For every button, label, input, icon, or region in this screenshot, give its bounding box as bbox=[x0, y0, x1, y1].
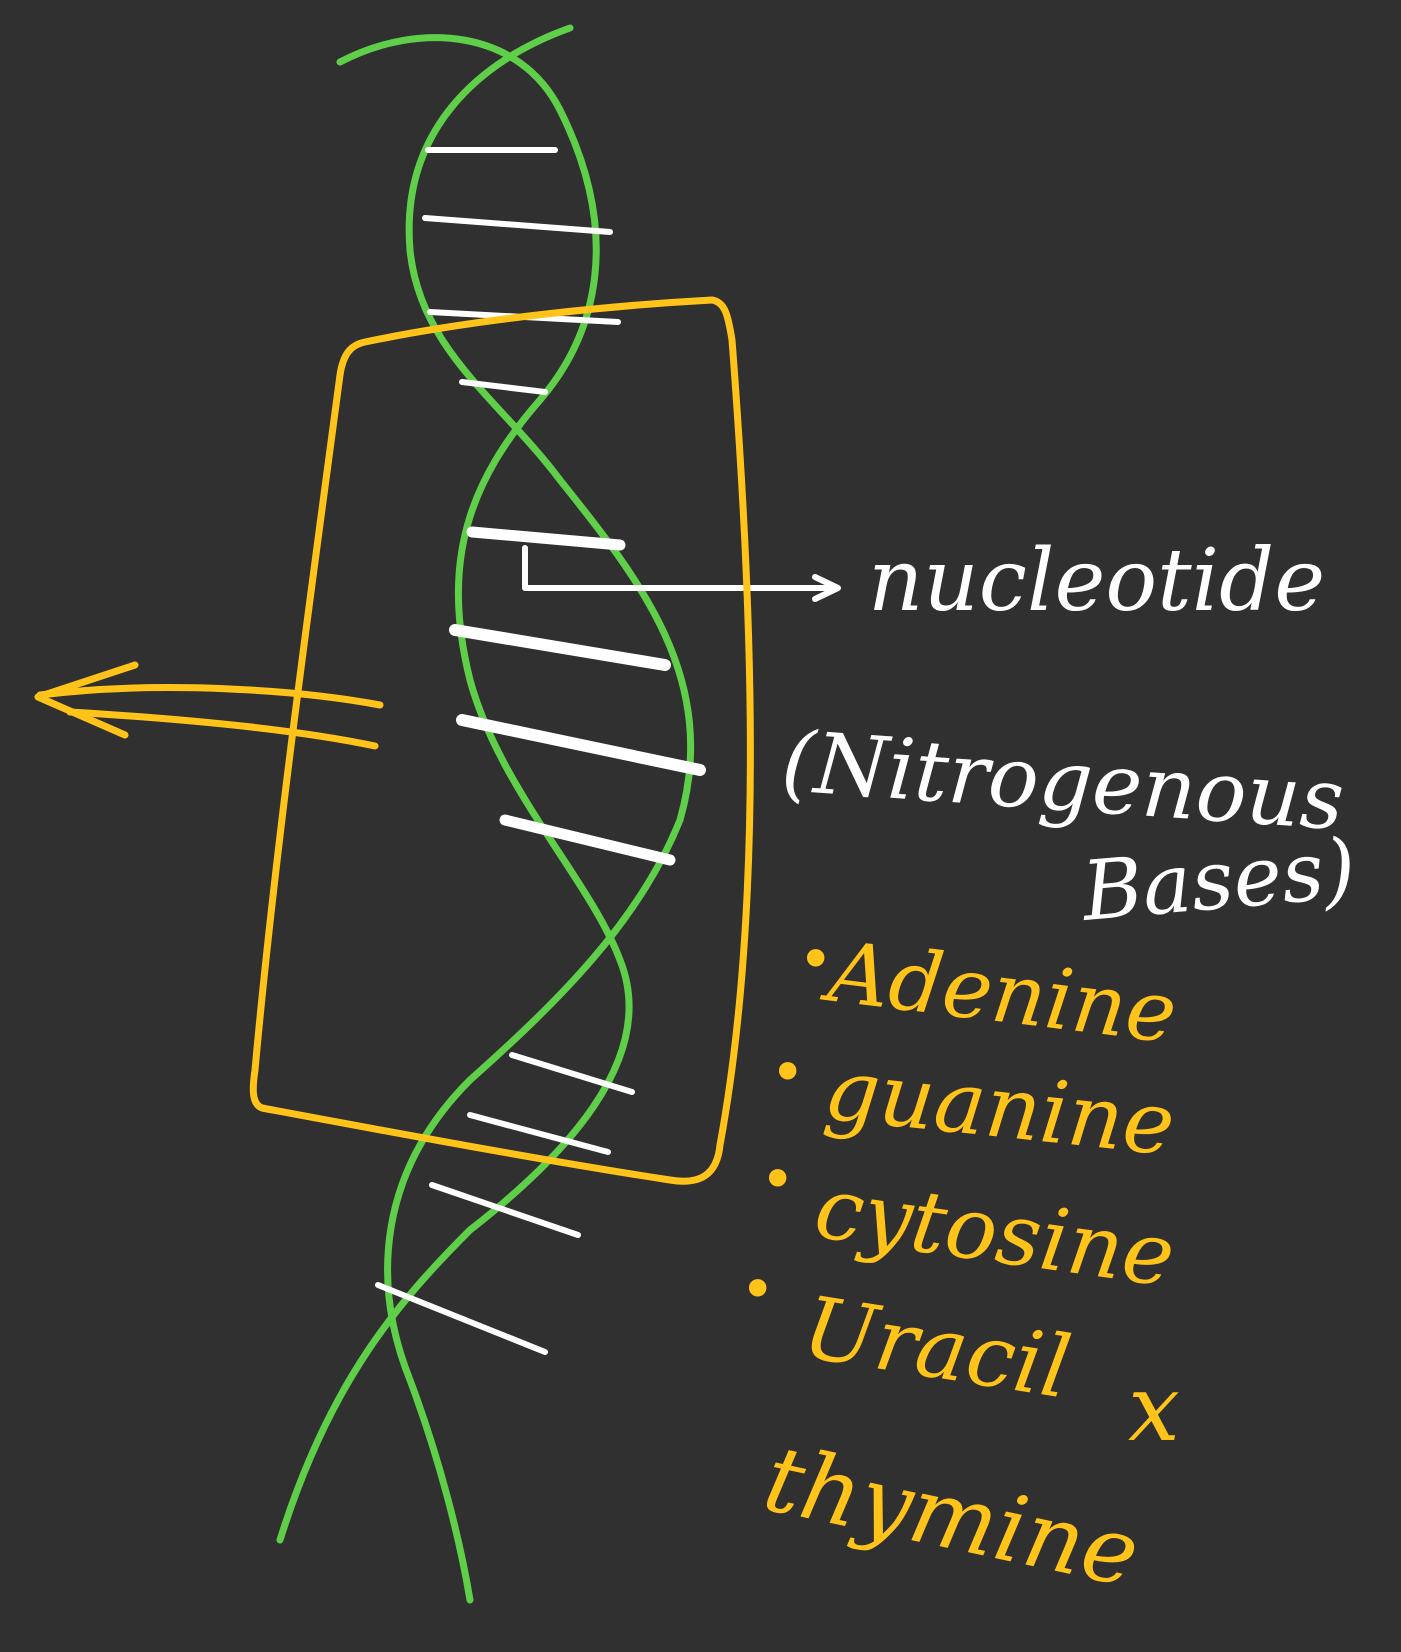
bases-list: • Adenine • guanine • cytosine • Uracil … bbox=[740, 922, 1182, 1608]
base-adenine: Adenine bbox=[817, 922, 1182, 1063]
left-arrow-top bbox=[40, 688, 380, 705]
nucleotide-arrow bbox=[525, 548, 835, 588]
rung bbox=[455, 630, 665, 665]
uracil-cross-mark: x bbox=[1128, 1355, 1180, 1462]
helix-strand-b bbox=[388, 28, 691, 1600]
base-bullet: • bbox=[740, 1255, 775, 1325]
rung bbox=[432, 1185, 578, 1235]
rung bbox=[378, 1285, 545, 1352]
rung bbox=[505, 820, 670, 860]
base-cytosine: cytosine bbox=[809, 1158, 1180, 1307]
base-bullet: • bbox=[760, 1145, 795, 1215]
base-bullet: • bbox=[770, 1038, 805, 1108]
base-thymine: thymine bbox=[755, 1425, 1148, 1608]
base-uracil: Uracil bbox=[797, 1278, 1077, 1419]
rung bbox=[425, 218, 610, 232]
base-guanine: guanine bbox=[820, 1039, 1179, 1175]
bases-label: Bases) bbox=[1076, 821, 1359, 940]
nucleotide-label: nucleotide bbox=[868, 531, 1325, 631]
left-arrow-head-icon bbox=[38, 665, 135, 735]
